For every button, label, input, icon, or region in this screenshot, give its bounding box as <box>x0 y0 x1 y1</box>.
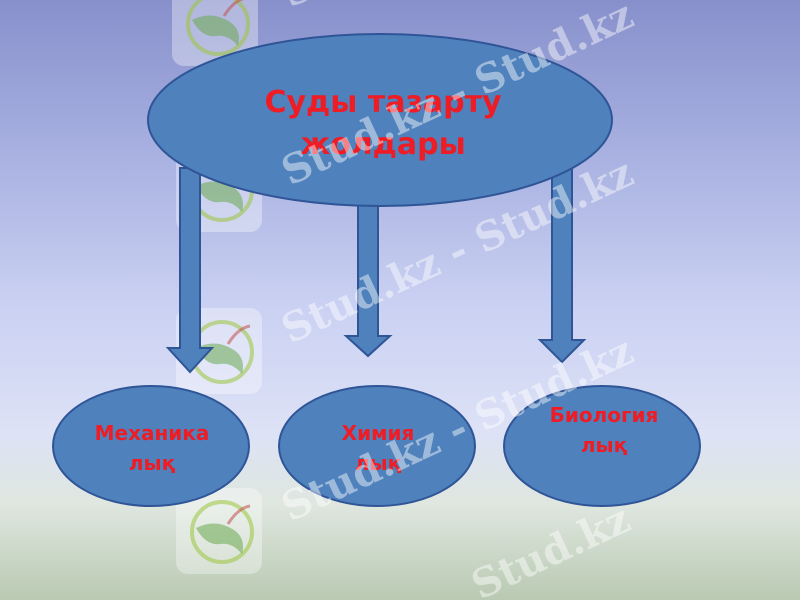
watermark-text: Stud.kz <box>464 495 637 600</box>
root-title-line2: жолдары <box>300 127 466 162</box>
child-label-line1: Биология <box>550 403 659 427</box>
child-label-line2: лық <box>129 451 176 475</box>
watermark-text: Stud.kz <box>274 0 447 17</box>
child-label-line1: Химия <box>342 421 415 445</box>
child-label-line2: лық <box>581 433 628 457</box>
arrow-middle <box>343 195 393 358</box>
child-label-line2: лық <box>355 451 402 475</box>
arrows <box>165 167 587 374</box>
root-title-line1: Суды тазарту <box>264 85 502 120</box>
child-node-mechanical: Механика лық <box>52 385 250 507</box>
child-label-line1: Механика <box>95 421 210 445</box>
child-node-chemical: Химия лық <box>278 385 476 507</box>
arrow-right <box>537 167 587 364</box>
arrow-left <box>165 167 215 374</box>
child-node-biological: Биология лық <box>503 385 701 507</box>
root-node: Суды тазарту жолдары <box>147 33 613 207</box>
